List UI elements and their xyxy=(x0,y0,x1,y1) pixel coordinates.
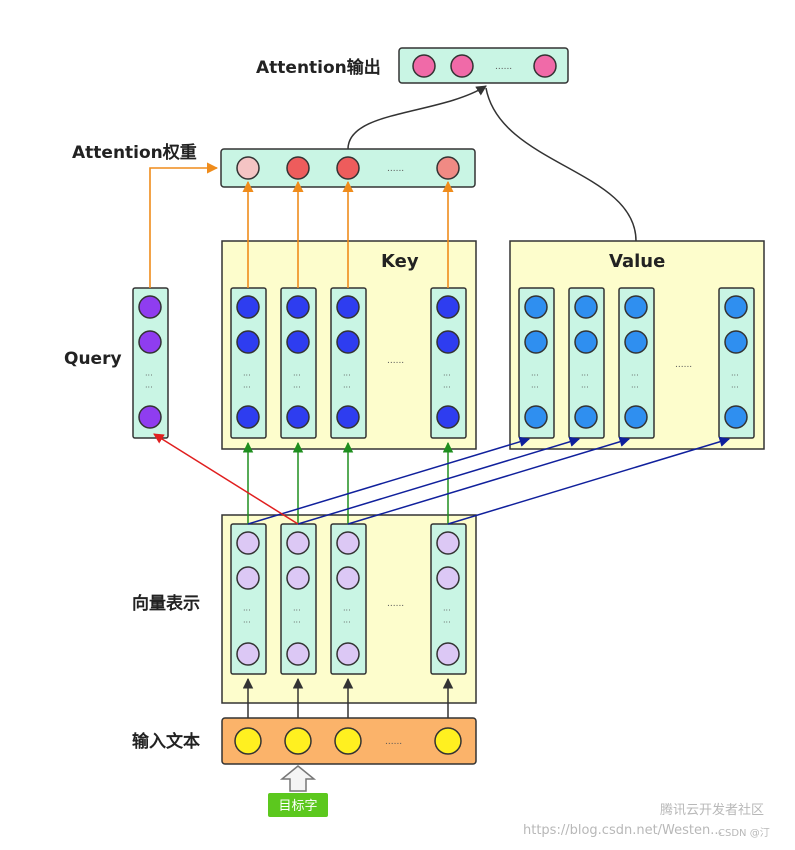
output-node xyxy=(450,54,474,78)
target-word-label: 目标字 xyxy=(278,799,317,814)
vector-to-value-arrow xyxy=(447,436,731,525)
svg-text:···: ··· xyxy=(531,371,539,380)
vector-to-value-arrow xyxy=(247,436,531,525)
svg-text:···: ··· xyxy=(293,618,301,627)
vector-column: ··· ··· xyxy=(230,523,267,675)
svg-text:···: ··· xyxy=(443,383,451,392)
svg-text:···: ··· xyxy=(145,371,153,380)
value-column: ··· ··· xyxy=(618,287,655,439)
watermark-line1: 腾讯云开发者社区 xyxy=(660,802,764,818)
svg-text:···: ··· xyxy=(731,383,739,392)
input-text-label: 输入文本 xyxy=(132,731,200,752)
watermark-line3: CSDN @汀 xyxy=(718,827,770,839)
svg-text:···: ··· xyxy=(443,371,451,380)
value-column: ··· ··· xyxy=(518,287,555,439)
svg-text:···: ··· xyxy=(731,371,739,380)
vector-column: ··· ··· xyxy=(280,523,317,675)
key-column: ··· ··· xyxy=(280,287,317,439)
input-token-node xyxy=(334,727,362,755)
input-token-node xyxy=(434,727,462,755)
svg-text:···: ··· xyxy=(343,618,351,627)
key-column: ··· ··· xyxy=(330,287,367,439)
weight-node xyxy=(236,156,260,180)
output-node xyxy=(412,54,436,78)
svg-text:···: ··· xyxy=(343,606,351,615)
svg-text:···: ··· xyxy=(293,371,301,380)
svg-text:···: ··· xyxy=(243,371,251,380)
svg-text:···: ··· xyxy=(293,606,301,615)
weight-node xyxy=(286,156,310,180)
svg-text:···: ··· xyxy=(631,371,639,380)
svg-text:···: ··· xyxy=(531,383,539,392)
svg-text:···: ··· xyxy=(293,383,301,392)
input-token-node xyxy=(234,727,262,755)
output-node xyxy=(533,54,557,78)
query-to-weights-arrow xyxy=(149,162,219,288)
svg-text:···: ··· xyxy=(581,383,589,392)
vector-to-query-arrow xyxy=(153,433,299,525)
watermark-line2: https://blog.csdn.net/Westen... xyxy=(523,823,723,838)
svg-text:···: ··· xyxy=(581,371,589,380)
svg-text:···: ··· xyxy=(343,383,351,392)
value-to-output-line xyxy=(485,87,637,242)
value-column: ··· ··· xyxy=(568,287,605,439)
target-up-arrow-icon xyxy=(279,765,317,792)
vector-repr-label: 向量表示 xyxy=(132,593,200,614)
key-label: Key xyxy=(381,251,419,272)
value-column: ··· ··· xyxy=(718,287,755,439)
vector-to-value-arrow xyxy=(347,436,631,525)
vector-to-value-arrow xyxy=(297,436,581,525)
svg-text:···: ··· xyxy=(443,618,451,627)
weights-ellipsis: ...... xyxy=(387,164,404,174)
input-ellipsis: ...... xyxy=(385,737,402,747)
weight-node xyxy=(436,156,460,180)
attention-output-box xyxy=(398,47,569,84)
attention-weights-label: Attention权重 xyxy=(72,142,197,163)
svg-text:···: ··· xyxy=(243,618,251,627)
svg-text:···: ··· xyxy=(243,606,251,615)
output-ellipsis: ...... xyxy=(495,62,512,72)
svg-text:···: ··· xyxy=(343,371,351,380)
vector-column: ··· ··· xyxy=(330,523,367,675)
svg-text:···: ··· xyxy=(631,383,639,392)
query-column: ··· ··· xyxy=(132,287,169,439)
weight-node xyxy=(336,156,360,180)
attention-output-label: Attention输出 xyxy=(256,57,381,78)
value-ellipsis: ...... xyxy=(675,360,692,370)
vector-ellipsis: ...... xyxy=(387,599,404,609)
key-column: ··· ··· xyxy=(430,287,467,439)
key-column: ··· ··· xyxy=(230,287,267,439)
target-word-tag xyxy=(268,793,328,817)
key-ellipsis: ...... xyxy=(387,356,404,366)
svg-text:···: ··· xyxy=(243,383,251,392)
query-label: Query xyxy=(64,349,122,369)
vector-column: ··· ··· xyxy=(430,523,467,675)
svg-text:···: ··· xyxy=(145,383,153,392)
svg-text:···: ··· xyxy=(443,606,451,615)
input-token-node xyxy=(284,727,312,755)
weights-to-output-arrow xyxy=(347,85,487,150)
value-label: Value xyxy=(609,251,665,272)
